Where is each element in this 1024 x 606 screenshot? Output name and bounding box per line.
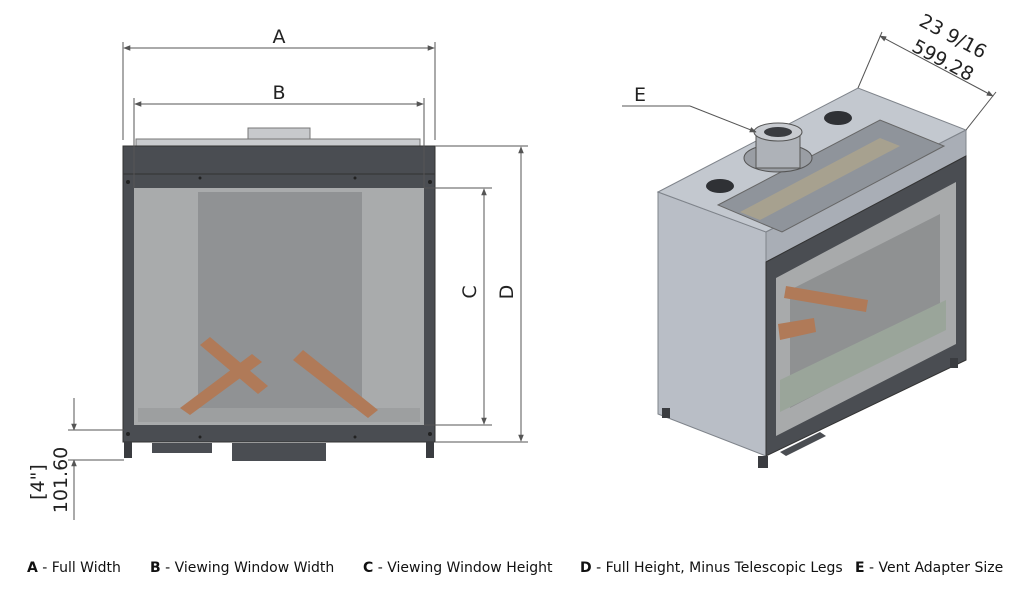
iso-control-box — [780, 432, 826, 456]
iso-channel-wall — [740, 138, 900, 220]
iso-leg-front — [758, 456, 768, 468]
legend: A - Full Width B - Viewing Window Width … — [0, 556, 1024, 586]
iso-leg-right — [950, 358, 958, 368]
iso-top-hole-left — [706, 179, 734, 193]
legend-item-d: D - Full Height, Minus Telescopic Legs — [580, 560, 843, 576]
legend-text-b: - Viewing Window Width — [160, 560, 335, 576]
legend-text-a: - Full Width — [37, 560, 121, 576]
iso-top-hole-right — [824, 111, 852, 125]
front-view — [122, 127, 436, 461]
leg-height-in-label: [4"] — [27, 464, 49, 500]
front-top-panel — [122, 145, 436, 175]
legend-item-b: B - Viewing Window Width — [150, 560, 334, 576]
legend-item-c: C - Viewing Window Height — [363, 560, 553, 576]
legend-key-e: E — [855, 560, 865, 576]
iso-leg-left — [662, 408, 670, 418]
iso-dimensions — [622, 31, 997, 133]
leg-height-mm-label: 101.60 — [50, 447, 72, 513]
legend-text-c: - Viewing Window Height — [373, 560, 553, 576]
legend-key-d: D — [580, 560, 592, 576]
dim-depth-line — [879, 35, 994, 97]
front-log-1 — [200, 337, 268, 394]
front-control-box-left — [152, 443, 212, 453]
legend-key-b: B — [150, 560, 161, 576]
iso-log-2 — [778, 318, 816, 340]
front-control-box-right — [232, 443, 326, 461]
fireplace-diagram: A B C D 101.60 [4"] — [27, 10, 997, 520]
legend-key-c: C — [363, 560, 374, 576]
front-log-3 — [293, 350, 378, 418]
front-log-2 — [180, 354, 262, 415]
front-leg-left — [124, 442, 132, 458]
front-dimensions — [68, 42, 528, 520]
iso-log-1 — [784, 286, 868, 312]
legend-key-a: A — [27, 560, 38, 576]
iso-side-panel — [657, 191, 767, 457]
iso-view — [656, 87, 968, 468]
iso-vent-opening — [764, 127, 792, 137]
dim-e-leader — [689, 105, 757, 133]
legend-text-d: - Full Height, Minus Telescopic Legs — [591, 560, 843, 576]
iso-ember-bed — [780, 300, 946, 412]
front-ember-bed — [138, 408, 420, 422]
front-leg-right — [426, 442, 434, 458]
dim-d-label: D — [496, 285, 518, 300]
dim-c-label: C — [459, 285, 481, 298]
dim-e-label: E — [634, 84, 646, 106]
front-screws — [126, 176, 432, 439]
dim-a-label: A — [273, 26, 286, 48]
dim-b-label: B — [272, 82, 285, 104]
legend-text-e: - Vent Adapter Size — [864, 560, 1004, 576]
legend-item-a: A - Full Width — [27, 560, 121, 576]
legend-item-e: E - Vent Adapter Size — [855, 560, 1003, 576]
